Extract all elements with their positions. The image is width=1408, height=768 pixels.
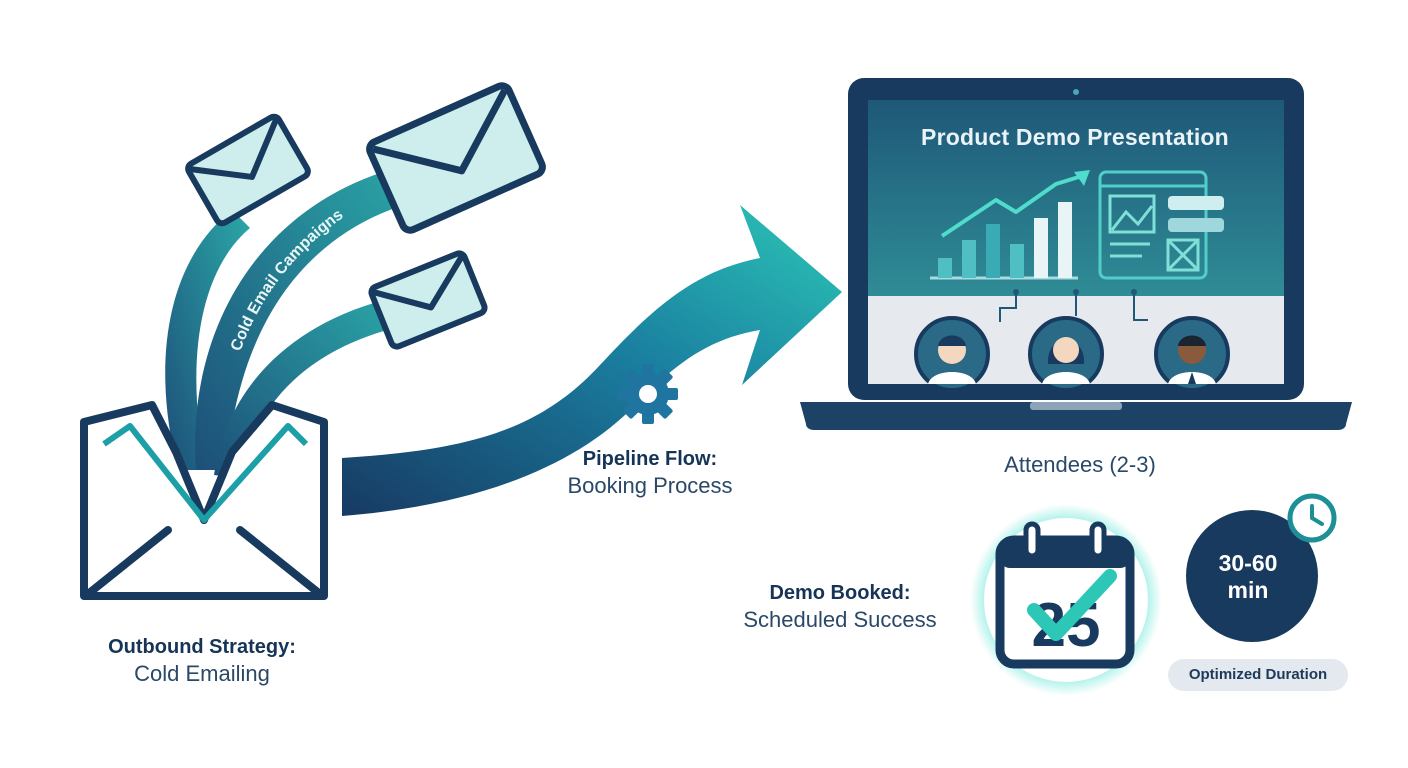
person-icon [1154, 316, 1230, 392]
booked-label: Demo Booked: Scheduled Success [710, 580, 970, 634]
envelope-icon [80, 401, 328, 600]
clock-icon [1287, 493, 1337, 543]
duration-value: 30-60 min [1188, 550, 1308, 604]
envelope-icon [366, 82, 546, 234]
envelope-icon [185, 113, 311, 227]
checkmark-icon [1027, 569, 1117, 641]
envelope-icon [368, 250, 488, 350]
duration-circle [1186, 510, 1318, 642]
attendee-connectors [999, 292, 1148, 322]
pipeline-label: Pipeline Flow: Booking Process [520, 446, 780, 500]
duration-line1: 30-60 [1218, 550, 1278, 576]
duration-line2: min [1227, 577, 1269, 603]
bar-chart-icon [930, 170, 1090, 280]
outbound-label: Outbound Strategy: Cold Emailing [62, 634, 342, 688]
slide-mockup-icon [1098, 170, 1224, 280]
outbound-title: Outbound Strategy: [108, 636, 296, 658]
attendees-label: Attendees (2-3) [1004, 452, 1156, 477]
pipeline-subtitle: Booking Process [567, 473, 733, 498]
person-icon [1028, 316, 1104, 392]
outbound-subtitle: Cold Emailing [134, 661, 270, 686]
demo-screen-title: Product Demo Presentation [921, 124, 1229, 150]
booked-title: Demo Booked: [769, 582, 911, 604]
pipeline-flow-arrow [342, 205, 842, 516]
booked-subtitle: Scheduled Success [743, 607, 937, 632]
optimized-duration-badge: Optimized Duration [1168, 659, 1348, 691]
gear-icon [618, 364, 678, 424]
calendar-icon [995, 521, 1135, 669]
person-icon [914, 316, 990, 392]
pipeline-title: Pipeline Flow: [582, 448, 718, 470]
